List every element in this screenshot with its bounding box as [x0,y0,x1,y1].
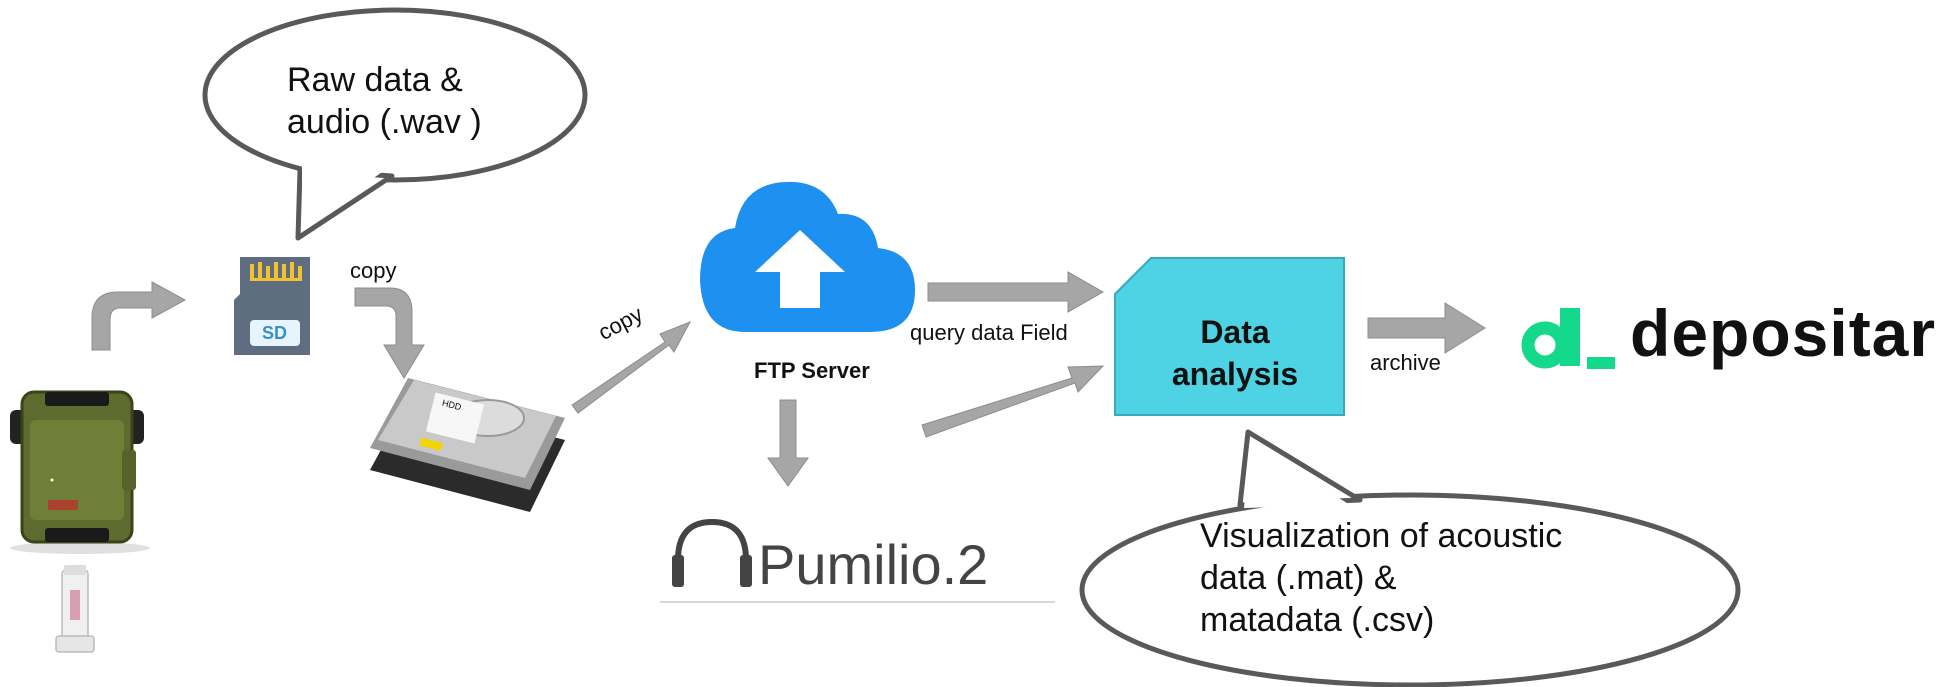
ftp-server-label: FTP Server [754,358,870,383]
visualization-text-line3: matadata (.csv) [1200,601,1435,639]
visualization-bubble [1079,429,1741,687]
archive-label: archive [1370,350,1441,375]
copy-label-sd: copy [350,258,397,283]
pumilio-logo-text: Pumilio.2 [758,533,989,596]
analysis-text-line1: Data [1200,314,1270,350]
raw-data-text-line1: Raw data & [287,61,463,99]
raw-data-bubble [202,7,588,241]
visualization-text-line1: Visualization of acoustic [1200,517,1563,555]
arrow-recorder-to-sd [91,281,187,351]
arrow-sd-to-hdd [354,287,425,379]
query-data-label: query data Field [910,320,1068,345]
raw-data-text-line2: audio (.wav ) [287,103,482,141]
arrow-ftp-to-pumilio [767,399,809,487]
depositar-logo-text: depositar [1630,296,1937,370]
sensor-icon [55,565,95,653]
visualization-text-line2: data (.mat) & [1200,559,1397,597]
arrow-hdd-to-ftp [571,321,692,414]
ftp-cloud-icon [700,181,915,332]
field-recorder-icon [10,390,150,554]
arrow-ftp-to-analysis-bottom [921,365,1105,438]
sd-card-icon [234,257,310,355]
analysis-text-line2: analysis [1171,356,1299,392]
arrow-analysis-to-depositar [1367,302,1486,354]
depositar-logo-mark [1521,308,1615,369]
pumilio-headphones-icon [672,518,752,587]
sd-card-label: SD [262,323,288,343]
hard-drive-icon [370,378,565,512]
arrow-ftp-to-analysis-top [927,271,1105,313]
analysis-box [1114,257,1345,416]
